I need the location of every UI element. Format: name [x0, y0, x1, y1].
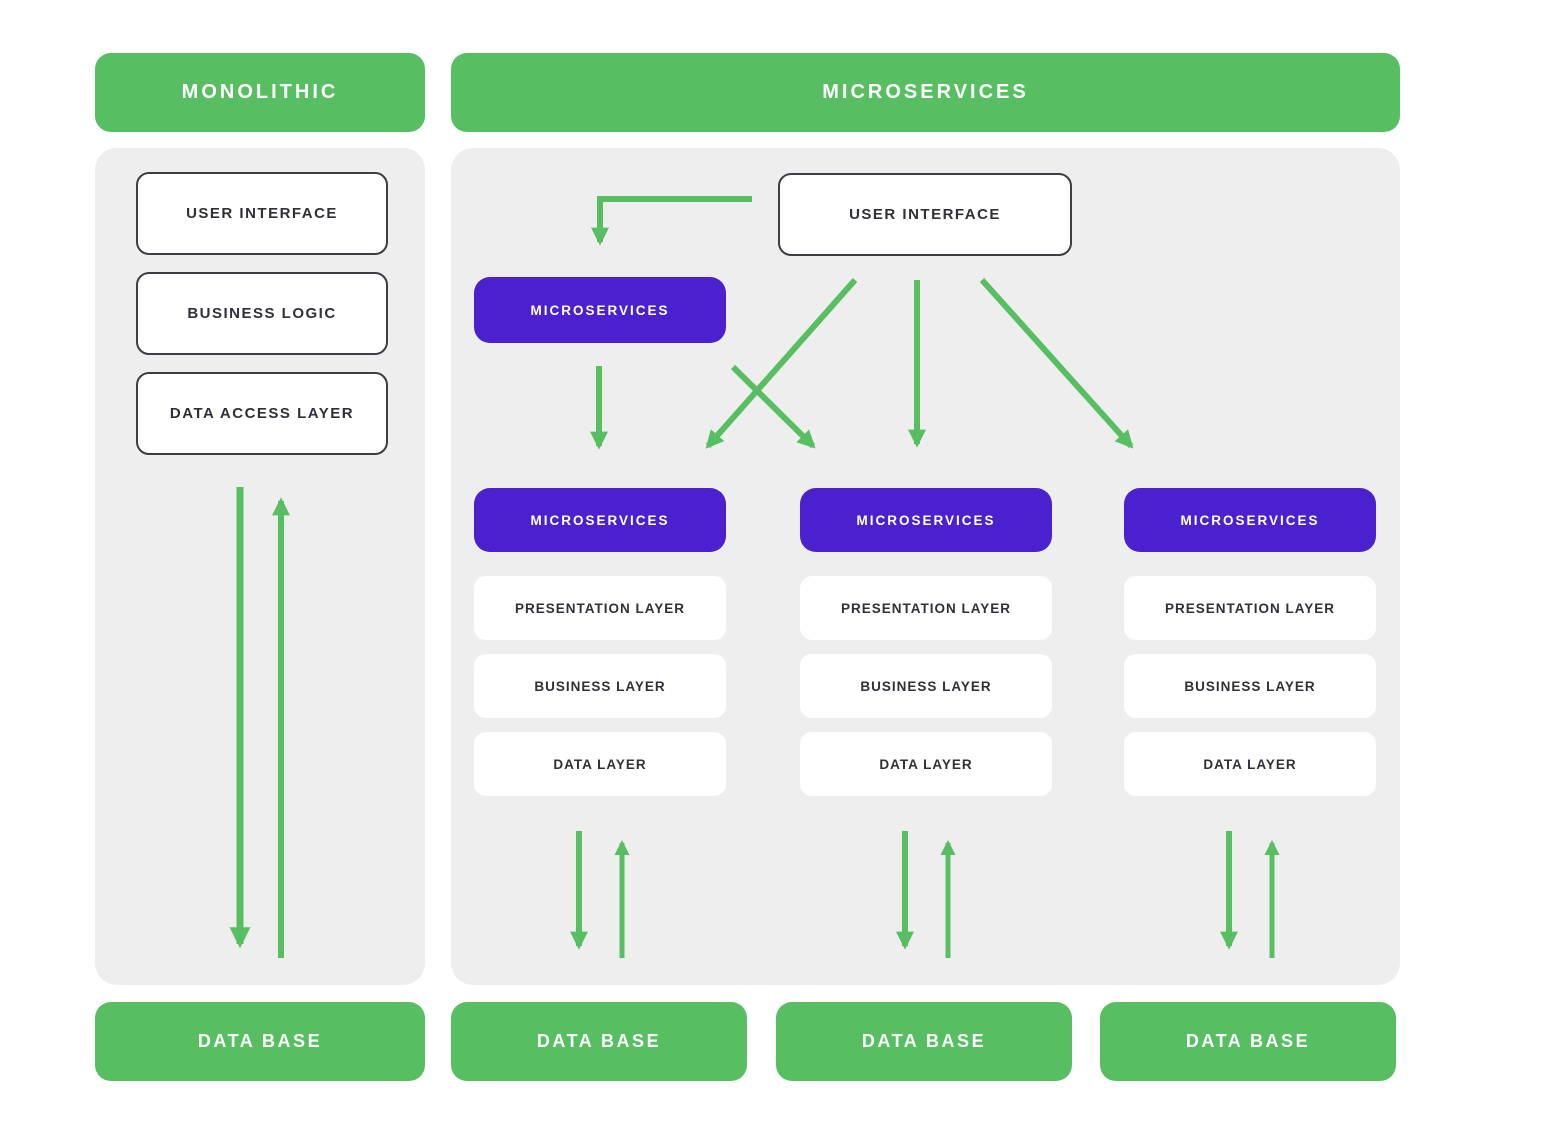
monolithic-header: MONOLITHIC	[95, 53, 425, 132]
business-layer-box-3: BUSINESS LAYER	[1124, 654, 1376, 718]
database-box-2: DATA BASE	[776, 1002, 1072, 1081]
database-box-3: DATA BASE	[1100, 1002, 1396, 1081]
data-layer-box-1: DATA LAYER	[474, 732, 726, 796]
monolithic-business-logic-box: BUSINESS LOGIC	[136, 272, 388, 355]
microservices-header: MICROSERVICES	[451, 53, 1400, 132]
microservice-box-2: MICROSERVICES	[800, 488, 1052, 552]
microservice-box-3: MICROSERVICES	[1124, 488, 1376, 552]
presentation-layer-box-2: PRESENTATION LAYER	[800, 576, 1052, 640]
presentation-layer-box-3: PRESENTATION LAYER	[1124, 576, 1376, 640]
business-layer-box-2: BUSINESS LAYER	[800, 654, 1052, 718]
gateway-microservices-box: MICROSERVICES	[474, 277, 726, 343]
microservices-user-interface-box: USER INTERFACE	[778, 173, 1072, 256]
monolithic-database-box: DATA BASE	[95, 1002, 425, 1081]
data-layer-box-3: DATA LAYER	[1124, 732, 1376, 796]
monolithic-data-access-layer-box: DATA ACCESS LAYER	[136, 372, 388, 455]
microservices-panel	[451, 148, 1400, 985]
data-layer-box-2: DATA LAYER	[800, 732, 1052, 796]
microservice-box-1: MICROSERVICES	[474, 488, 726, 552]
database-box-1: DATA BASE	[451, 1002, 747, 1081]
presentation-layer-box-1: PRESENTATION LAYER	[474, 576, 726, 640]
monolithic-user-interface-box: USER INTERFACE	[136, 172, 388, 255]
business-layer-box-1: BUSINESS LAYER	[474, 654, 726, 718]
